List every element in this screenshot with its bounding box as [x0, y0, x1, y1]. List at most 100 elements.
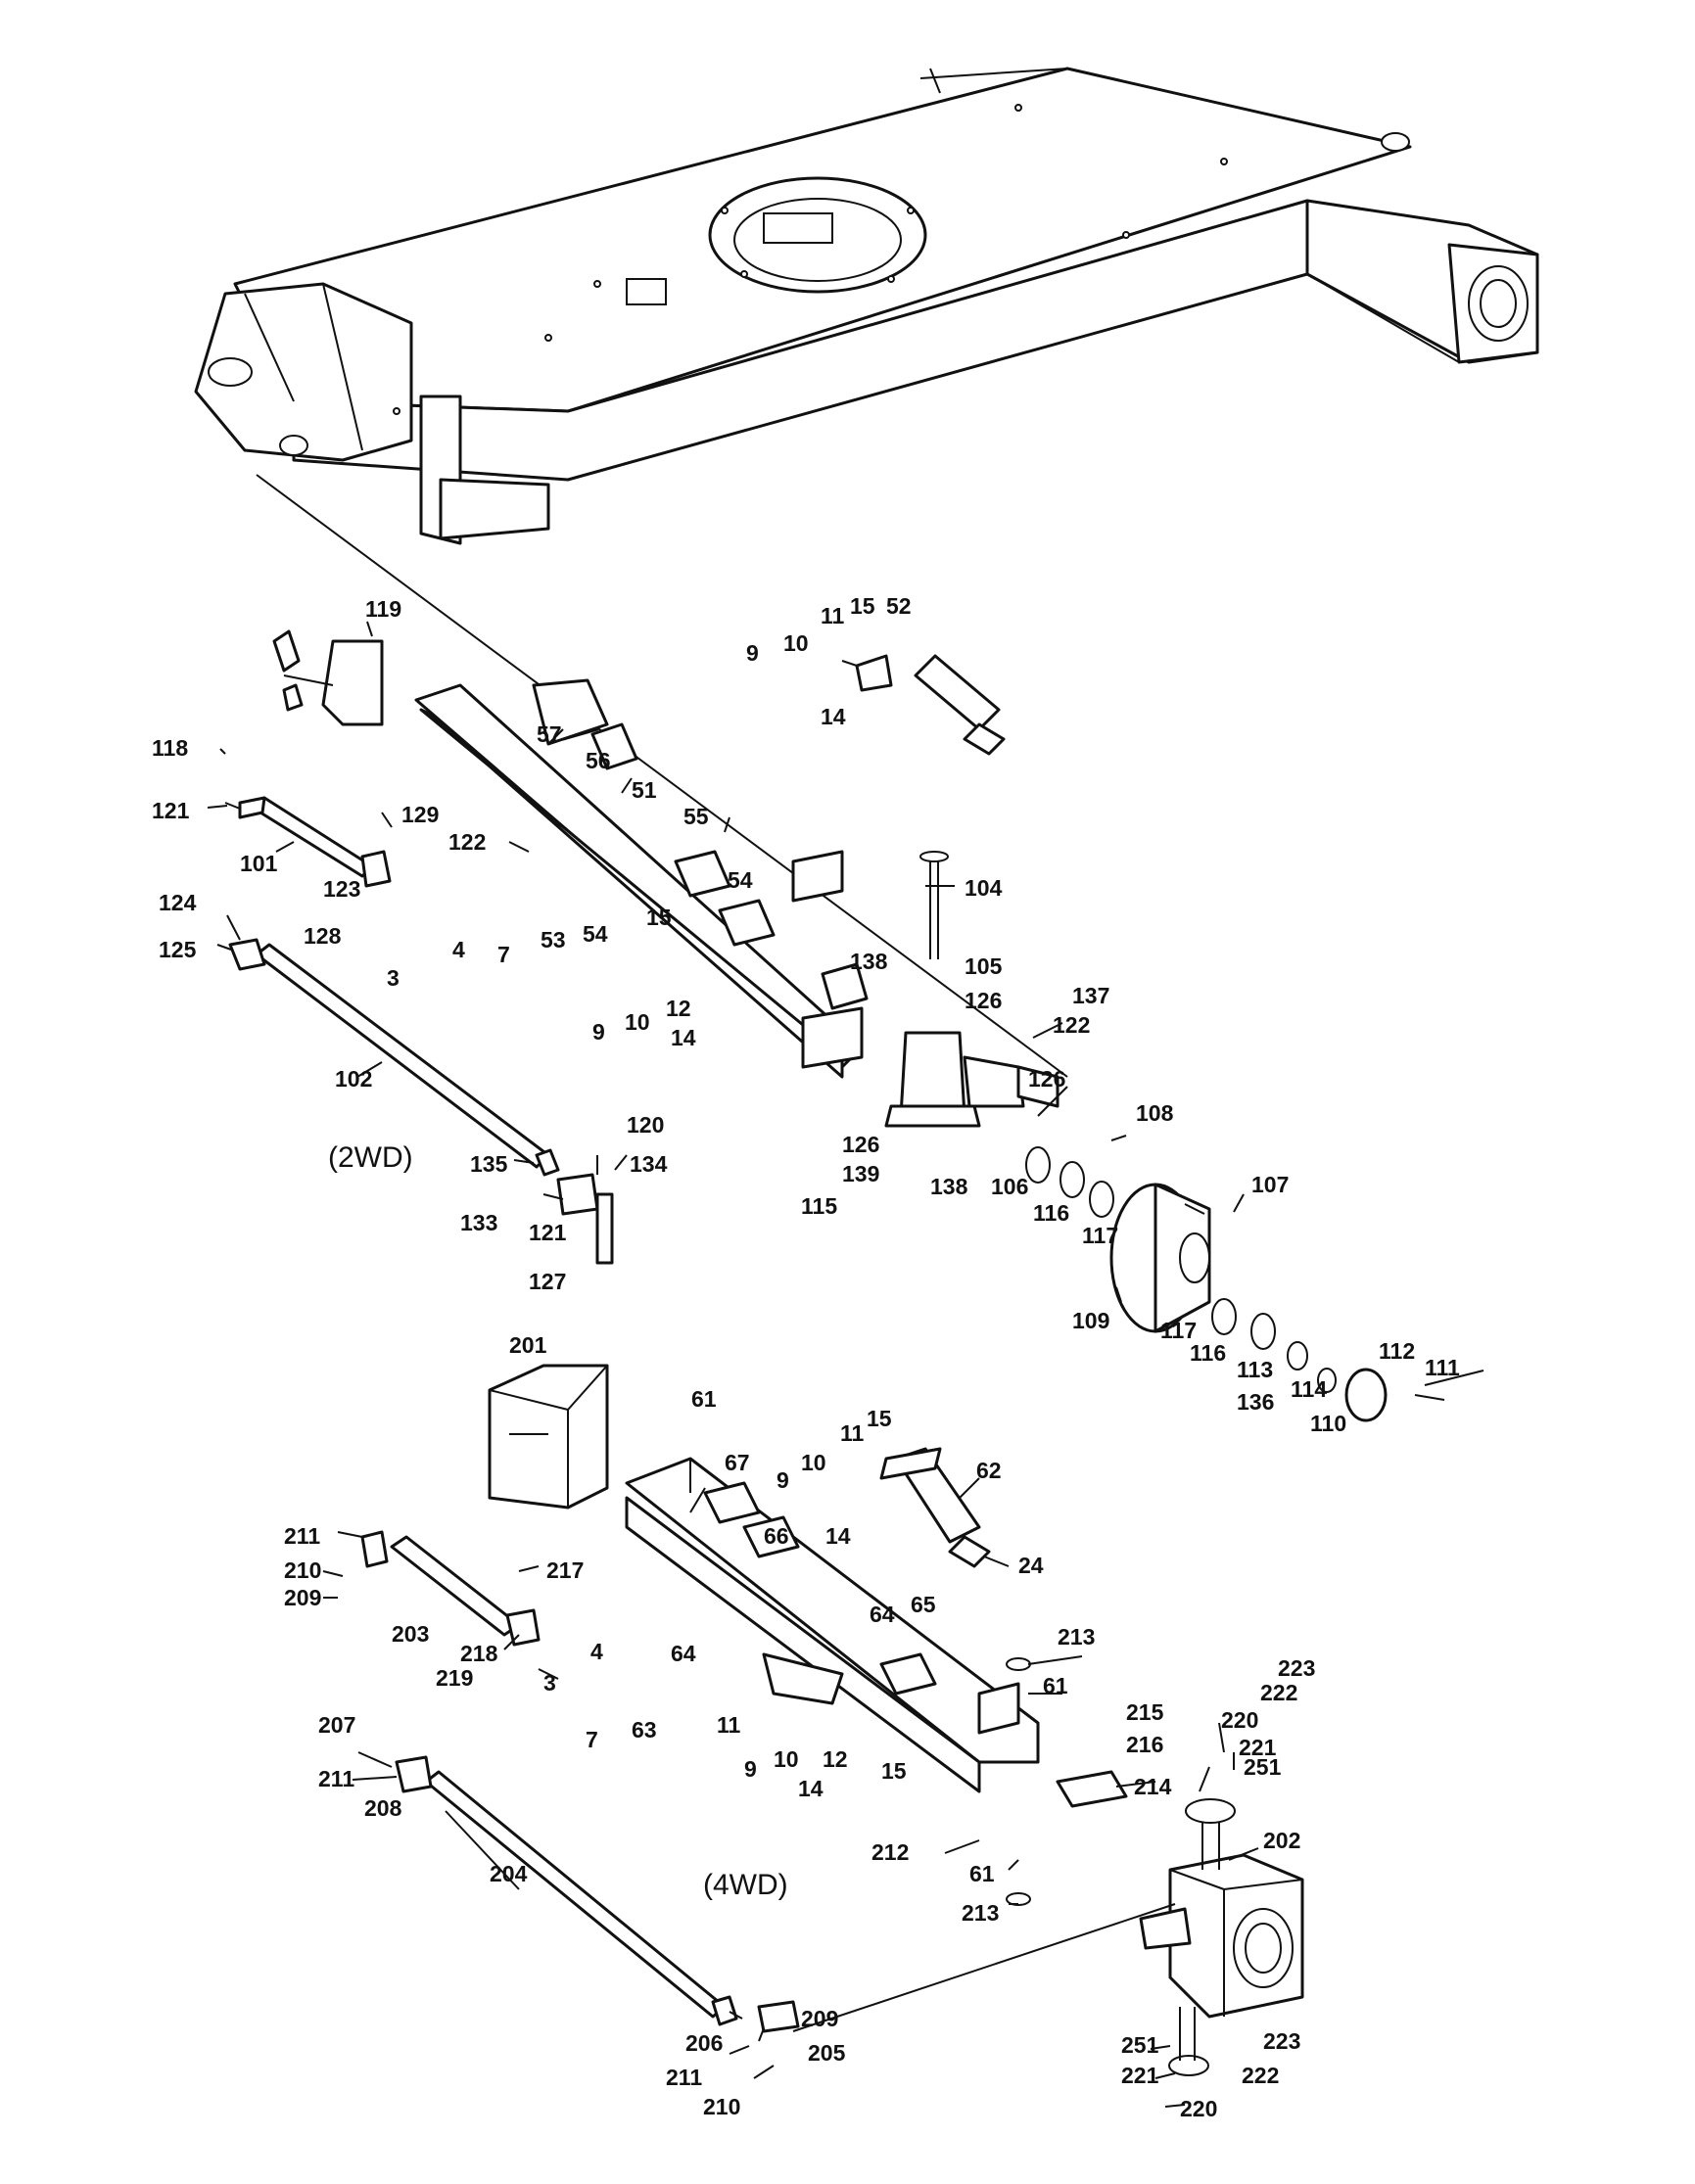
label-127: 127 — [529, 1269, 566, 1294]
label-223b: 223 — [1263, 2028, 1300, 2054]
label-3: 3 — [387, 965, 400, 991]
label-14: 14 — [671, 1025, 696, 1050]
label-116: 116 — [1033, 1200, 1069, 1226]
label-4: 4 — [452, 937, 465, 962]
label-119: 119 — [365, 596, 401, 622]
label-65: 65 — [911, 1592, 936, 1617]
label-122: 122 — [448, 829, 486, 855]
label-14c: 14 — [825, 1523, 851, 1549]
label-214: 214 — [1134, 1774, 1172, 1799]
label-10: 10 — [625, 1009, 650, 1035]
label-126: 126 — [965, 988, 1002, 1013]
label-108: 108 — [1136, 1100, 1174, 1126]
label-213: 213 — [1058, 1624, 1095, 1650]
label-7b: 7 — [586, 1727, 598, 1752]
label-12b: 12 — [823, 1746, 848, 1772]
label-201: 201 — [509, 1332, 547, 1358]
label-213b: 213 — [962, 1900, 999, 1926]
steering-cylinder — [224, 796, 392, 888]
label-251: 251 — [1244, 1754, 1282, 1780]
label-120: 120 — [627, 1112, 664, 1138]
label-117: 117 — [1082, 1223, 1118, 1248]
label-205: 205 — [808, 2040, 846, 2066]
label-212: 212 — [871, 1839, 909, 1865]
frame-bolt-holes — [393, 104, 1228, 415]
label-12: 12 — [666, 996, 691, 1021]
label-221: 221 — [1239, 1735, 1277, 1760]
label-202: 202 — [1263, 1828, 1300, 1853]
label-61b: 61 — [1043, 1673, 1068, 1698]
label-4b: 4 — [590, 1639, 603, 1664]
label-219: 219 — [436, 1665, 473, 1691]
label-215: 215 — [1126, 1699, 1164, 1725]
label-102: 102 — [335, 1066, 372, 1092]
label-125: 125 — [159, 937, 197, 962]
label-129: 129 — [401, 802, 439, 827]
label-222: 222 — [1260, 1680, 1297, 1705]
label-62: 62 — [976, 1458, 1002, 1483]
label-54b: 54 — [583, 921, 608, 947]
label-111: 111 — [1425, 1355, 1460, 1380]
label-208: 208 — [364, 1795, 402, 1821]
tie-rod-4wd — [395, 1755, 800, 2033]
label-7: 7 — [497, 942, 510, 967]
label-55: 55 — [683, 804, 709, 829]
label-251b: 251 — [1121, 2032, 1159, 2058]
label-109: 109 — [1072, 1308, 1109, 1333]
label-116b: 116 — [1190, 1340, 1226, 1366]
label-210b: 210 — [703, 2094, 740, 2119]
label-53: 53 — [541, 927, 566, 953]
steering-cylinder-4wd — [360, 1530, 541, 1647]
part-labels: 119 118 121 129 101 122 57 56 51 55 54 1… — [152, 593, 1460, 2121]
label-115: 115 — [801, 1193, 837, 1219]
label-210: 210 — [284, 1557, 321, 1583]
label-220b: 220 — [1180, 2096, 1217, 2121]
label-220: 220 — [1221, 1707, 1258, 1733]
label-15: 15 — [646, 905, 672, 930]
label-203: 203 — [392, 1621, 429, 1647]
label-217: 217 — [546, 1557, 584, 1583]
label-139: 139 — [842, 1161, 879, 1186]
tie-rod — [228, 938, 560, 1177]
label-63: 63 — [632, 1717, 657, 1743]
label-114: 114 — [1291, 1376, 1327, 1402]
label-66: 66 — [764, 1523, 789, 1549]
label-64b: 64 — [671, 1641, 696, 1666]
label-24: 24 — [1018, 1553, 1044, 1578]
label-209b: 209 — [801, 2006, 838, 2031]
label-110: 110 — [1310, 1411, 1346, 1436]
label-122b: 122 — [1053, 1012, 1090, 1038]
label-10c: 10 — [801, 1450, 826, 1475]
label-211b: 211 — [318, 1766, 354, 1791]
label-135: 135 — [470, 1151, 508, 1177]
label-51: 51 — [632, 777, 657, 803]
label-218: 218 — [460, 1641, 498, 1666]
label-222b: 222 — [1242, 2063, 1279, 2088]
label-105: 105 — [965, 953, 1003, 979]
label-128: 128 — [304, 923, 342, 949]
label-207: 207 — [318, 1712, 355, 1738]
label-54: 54 — [728, 867, 753, 893]
label-10b: 10 — [783, 630, 809, 656]
label-211c: 211 — [666, 2065, 702, 2090]
label-52: 52 — [886, 593, 912, 619]
label-11b: 11 — [840, 1420, 865, 1446]
label-11c: 11 — [717, 1712, 741, 1738]
label-113: 113 — [1237, 1357, 1273, 1382]
label-106: 106 — [991, 1174, 1028, 1199]
label-121: 121 — [152, 798, 190, 823]
label-15b: 15 — [850, 593, 875, 619]
steering-knuckle-4wd — [1139, 1798, 1304, 2019]
label-138b: 138 — [930, 1174, 968, 1199]
label-9b: 9 — [746, 640, 759, 666]
chassis-frame — [194, 67, 1539, 545]
label-133: 133 — [460, 1210, 497, 1235]
label-56: 56 — [586, 748, 611, 773]
label-124: 124 — [159, 890, 197, 915]
label-61: 61 — [691, 1386, 717, 1412]
label-3b: 3 — [543, 1670, 556, 1696]
label-15c: 15 — [867, 1406, 892, 1431]
label-104: 104 — [965, 875, 1003, 901]
label-67: 67 — [725, 1450, 750, 1475]
